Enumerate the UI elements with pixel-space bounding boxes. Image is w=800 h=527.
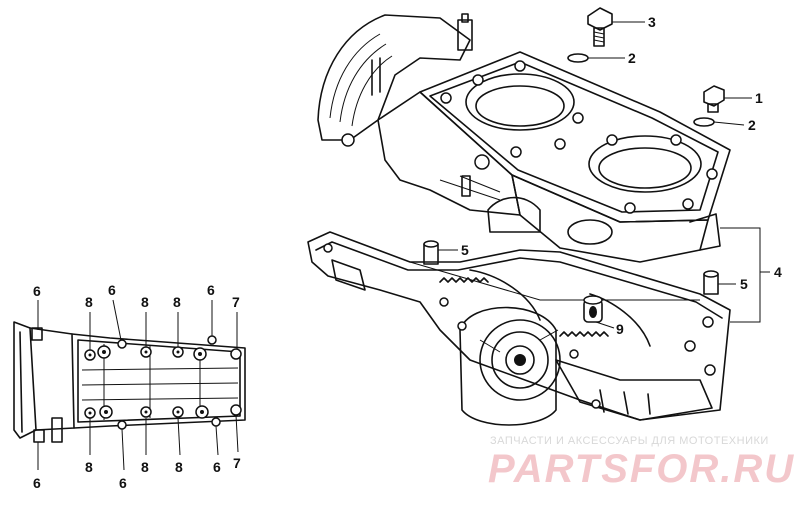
right-callout-labels: 3 2 1 2 5 5 4 9 xyxy=(461,14,782,337)
bolt-part-3 xyxy=(587,7,613,47)
callout-5: 5 xyxy=(461,242,469,258)
left-callout-leaders xyxy=(37,299,239,471)
right-callout-leaders xyxy=(438,21,770,329)
callout-8: 8 xyxy=(141,459,149,475)
callout-6: 6 xyxy=(213,459,221,475)
watermark: ЗАПЧАСТИ И АКСЕССУАРЫ ДЛЯ МОТОТЕХНИКИ PA… xyxy=(488,435,795,491)
callout-6: 6 xyxy=(108,282,116,298)
callout-7: 7 xyxy=(233,455,241,471)
callout-3: 3 xyxy=(648,14,656,30)
callout-1: 1 xyxy=(755,90,763,106)
callout-5: 5 xyxy=(740,276,748,292)
callout-6: 6 xyxy=(33,475,41,491)
callout-8: 8 xyxy=(175,459,183,475)
callout-2: 2 xyxy=(748,117,756,133)
callout-6: 6 xyxy=(33,283,41,299)
dowel-part-5-left xyxy=(423,240,439,265)
callout-8: 8 xyxy=(85,294,93,310)
callout-4: 4 xyxy=(774,264,782,280)
dowel-part-5-right xyxy=(703,270,719,295)
callout-8: 8 xyxy=(141,294,149,310)
upper-crankcase-half xyxy=(317,13,731,263)
crankcase-bolt-holes xyxy=(84,335,242,430)
callout-8: 8 xyxy=(173,294,181,310)
lower-crankcase-half xyxy=(307,231,731,426)
callout-2: 2 xyxy=(628,50,636,66)
washer-part-2-lower xyxy=(693,117,715,127)
callout-6: 6 xyxy=(207,282,215,298)
seal-part-9 xyxy=(583,295,603,323)
watermark-logo: PARTSFOR.RU xyxy=(488,447,795,491)
washer-part-2-upper xyxy=(567,53,589,63)
callout-7: 7 xyxy=(232,294,240,310)
crankcase-bottom-view xyxy=(13,321,246,443)
plug-part-1 xyxy=(703,85,725,113)
callout-8: 8 xyxy=(85,459,93,475)
callout-6: 6 xyxy=(119,475,127,491)
callout-9: 9 xyxy=(616,321,624,337)
left-callout-labels: 6 8 6 8 8 6 7 6 8 6 8 8 6 7 xyxy=(33,282,241,491)
watermark-caption: ЗАПЧАСТИ И АКСЕССУАРЫ ДЛЯ МОТОТЕХНИКИ xyxy=(490,435,769,447)
